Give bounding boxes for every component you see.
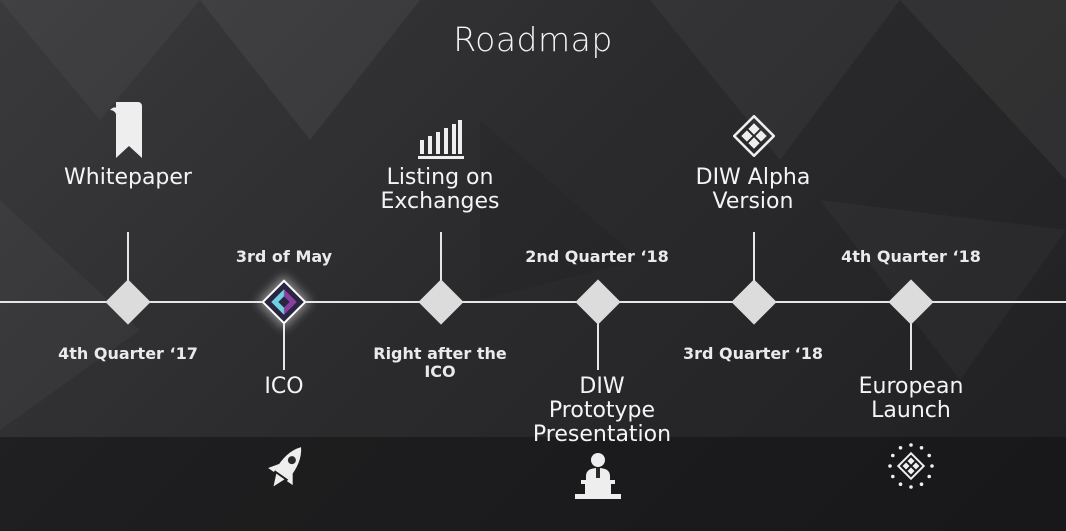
milestone-date-prototype: 2nd Quarter ‘18 bbox=[525, 247, 669, 266]
milestone-date-european: 4th Quarter ‘18 bbox=[841, 247, 981, 266]
stem-alpha bbox=[753, 232, 755, 302]
milestone-label-european: European Launch bbox=[858, 374, 964, 423]
timeline-line bbox=[0, 301, 1066, 303]
stem-ico bbox=[283, 302, 285, 370]
milestone-label-prototype: DIW Prototype Presentation bbox=[532, 374, 672, 447]
bookmark-icon bbox=[110, 102, 142, 158]
milestone-date-alpha: 3rd Quarter ‘18 bbox=[682, 344, 824, 363]
bar-chart-icon bbox=[418, 120, 464, 159]
milestone-label-listing: Listing on Exchanges bbox=[380, 165, 500, 214]
milestone-date-ico: 3rd of May bbox=[235, 247, 333, 266]
stem-whitepaper bbox=[127, 232, 129, 302]
bottom-band bbox=[0, 437, 1066, 531]
podium-icon bbox=[575, 453, 621, 499]
milestone-date-listing: Right after the ICO bbox=[373, 344, 507, 381]
stem-listing bbox=[440, 232, 442, 302]
diamond-logo-icon bbox=[733, 115, 775, 157]
stem-european bbox=[910, 302, 912, 370]
milestone-label-ico: ICO bbox=[264, 374, 304, 399]
page-title: Roadmap bbox=[453, 20, 613, 59]
milestone-date-whitepaper: 4th Quarter ‘17 bbox=[58, 344, 198, 363]
milestone-label-whitepaper: Whitepaper bbox=[64, 165, 192, 190]
stem-prototype bbox=[597, 302, 599, 370]
eu-stars-icon bbox=[888, 443, 934, 489]
rocket-icon bbox=[268, 447, 302, 487]
milestone-label-alpha: DIW Alpha Version bbox=[695, 165, 811, 214]
